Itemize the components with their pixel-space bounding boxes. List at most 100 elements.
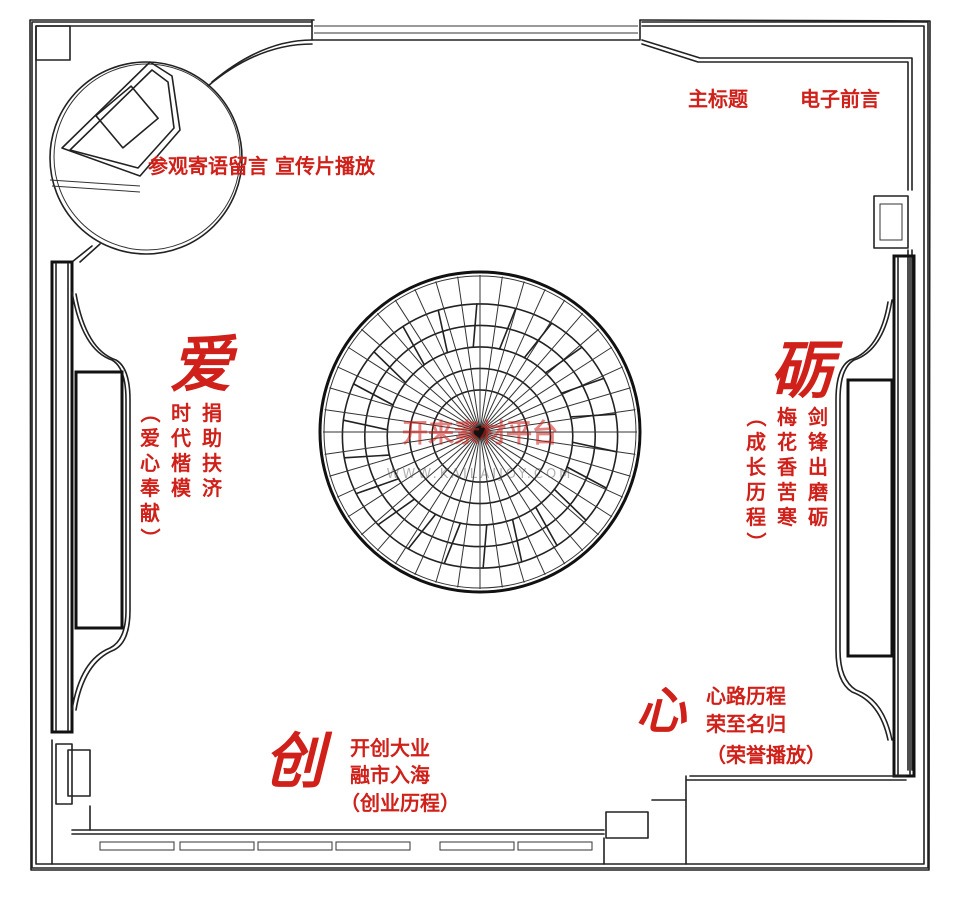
dome-brace <box>407 513 437 550</box>
honor-line-1: 心路历程 <box>706 684 786 708</box>
left-wall-char: 扶 <box>202 451 223 475</box>
right-wall-char: 锋 <box>808 430 829 454</box>
left-big-char: 爱 <box>170 328 238 401</box>
honor-big-char: 心 <box>636 681 688 740</box>
left-wall-structure <box>50 260 131 865</box>
dome-brace <box>352 383 394 406</box>
dome-rib <box>347 431 481 518</box>
left-wall-char: 献 <box>140 501 160 525</box>
right-wall-structure <box>835 195 916 778</box>
left-wall-char: 助 <box>202 426 222 450</box>
watermark-text: 开来素材平台 <box>402 418 558 449</box>
right-wall-char: 寒 <box>777 505 798 529</box>
right-wall-char: 砺 <box>808 505 828 529</box>
dome-brace <box>343 454 391 459</box>
left-wall-char: 奉 <box>139 476 161 500</box>
right-wall-char: 长 <box>746 455 767 479</box>
dome-rib <box>479 409 636 433</box>
dome-rib <box>479 431 613 518</box>
dome-rib <box>479 366 624 433</box>
dome-rib <box>479 431 503 588</box>
dome-rib <box>394 431 481 565</box>
dome-rib <box>479 387 631 433</box>
booth-label: 参观寄语留言 宣传片播放 <box>148 154 376 178</box>
dome-brace <box>355 478 400 495</box>
dome-rib <box>479 299 566 433</box>
left-wall-char: 爱 <box>140 426 160 450</box>
right-wall-char: 成 <box>746 430 766 454</box>
dome-brace <box>377 498 416 526</box>
left-wall-char: 捐 <box>202 401 222 425</box>
dome-rib <box>479 431 624 498</box>
dome-brace <box>402 325 426 366</box>
dome-rib <box>479 431 546 576</box>
right-wall-char: 花 <box>777 430 797 454</box>
dome-brace <box>482 524 488 569</box>
dome-rib <box>394 299 481 433</box>
dome-rib <box>376 313 481 433</box>
dome-brace <box>523 322 553 359</box>
right-wall-char: 历 <box>746 480 766 504</box>
dome-rib <box>435 281 481 433</box>
left-wall-char: 楷 <box>171 451 191 475</box>
central-dome <box>318 270 642 594</box>
honor-line-3: （荣誉播放） <box>706 743 826 767</box>
dome-center <box>474 426 486 438</box>
dome-rib <box>479 328 599 433</box>
bottom-big-char: 创 <box>264 727 333 797</box>
right-wall-char: （ <box>744 407 768 427</box>
bottom-line-1: 开创大业 <box>350 736 430 760</box>
dome-brace <box>569 413 617 418</box>
outer-walls <box>29 19 931 871</box>
dome-rib <box>376 431 481 551</box>
left-wall-char: 心 <box>140 451 160 475</box>
right-wall-char: 苦 <box>777 480 797 504</box>
right-wall-char: 香 <box>777 455 798 479</box>
dome-rib <box>479 313 584 433</box>
dome-rib <box>479 431 584 551</box>
dome-rib <box>435 431 481 583</box>
right-wall-char: 磨 <box>808 480 828 504</box>
dome-brace <box>544 346 583 374</box>
right-wall-char: 程 <box>746 505 766 529</box>
left-wall-char: （ <box>138 403 162 423</box>
dome-rib <box>479 431 566 565</box>
dome-rib <box>329 387 481 433</box>
dome-brace <box>437 309 449 354</box>
dome-brace <box>566 466 608 489</box>
dome-rib <box>479 281 525 433</box>
dome-rib <box>336 366 481 433</box>
dome-rib <box>479 431 631 477</box>
right-big-char: 砺 <box>770 334 844 407</box>
dome-rib <box>347 346 481 433</box>
right-wall-char: 剑 <box>807 405 828 429</box>
right-wall-char: ） <box>744 532 768 552</box>
dome-brace <box>373 350 407 384</box>
dome-rib <box>324 409 481 433</box>
dome-rib <box>457 276 481 433</box>
right-wall-char: 梅 <box>777 405 797 429</box>
dome-rib <box>361 431 481 536</box>
dome-rib <box>479 346 613 433</box>
dome-brace <box>342 419 389 431</box>
dome-brace <box>472 303 478 348</box>
dome-rib <box>414 431 481 576</box>
dome-rib <box>479 431 525 583</box>
right-wall-char: 出 <box>808 455 828 479</box>
left-wall-char: 代 <box>170 426 191 450</box>
dome-rib <box>457 431 481 588</box>
dome-brace <box>560 377 605 394</box>
left-wall-char: 时 <box>171 401 191 425</box>
dome-brace <box>511 518 523 563</box>
dome-brace <box>571 441 618 453</box>
honor-line-2: 荣至名归 <box>705 712 786 736</box>
